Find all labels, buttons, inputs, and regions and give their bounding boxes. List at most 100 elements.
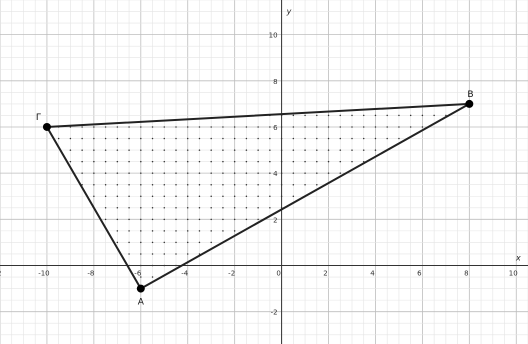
fill-dot bbox=[69, 160, 72, 163]
fill-dot bbox=[269, 207, 271, 209]
fill-dot bbox=[245, 149, 248, 151]
fill-dot bbox=[116, 183, 119, 186]
fill-dot bbox=[409, 126, 412, 128]
fill-dot bbox=[198, 126, 201, 128]
fill-dot bbox=[362, 149, 365, 151]
fill-dot bbox=[104, 195, 107, 197]
fill-dot bbox=[316, 160, 318, 163]
fill-dot bbox=[128, 137, 130, 140]
fill-dot bbox=[128, 160, 130, 163]
fill-dot bbox=[151, 126, 154, 128]
fill-dot bbox=[233, 183, 236, 186]
fill-dot bbox=[163, 241, 166, 244]
fill-dot bbox=[351, 114, 353, 117]
fill-dot bbox=[269, 195, 271, 197]
fill-dot bbox=[210, 195, 212, 197]
fill-dot bbox=[198, 172, 201, 174]
fill-dot bbox=[233, 195, 236, 197]
fill-dot bbox=[116, 149, 119, 151]
fill-dot bbox=[81, 172, 83, 174]
x-tick-label: 8 bbox=[464, 270, 468, 278]
fill-dot bbox=[151, 137, 154, 140]
y-tick-label: -2 bbox=[271, 309, 278, 317]
fill-dot bbox=[245, 160, 248, 163]
fill-dot bbox=[140, 183, 142, 186]
fill-dot bbox=[104, 172, 107, 174]
fill-dot bbox=[339, 149, 342, 151]
fill-dot bbox=[292, 137, 295, 140]
fill-dot bbox=[222, 160, 224, 163]
fill-dot bbox=[233, 172, 236, 174]
fill-dot bbox=[292, 172, 295, 174]
fill-dot bbox=[175, 183, 177, 186]
fill-dot bbox=[233, 207, 236, 209]
fill-dot bbox=[304, 172, 306, 174]
fill-dot bbox=[374, 114, 377, 117]
fill-dot bbox=[151, 195, 154, 197]
fill-dot bbox=[304, 114, 306, 117]
fill-dot bbox=[339, 126, 342, 128]
fill-dot bbox=[81, 149, 83, 151]
fill-dot bbox=[81, 160, 83, 163]
fill-dot bbox=[175, 218, 177, 221]
fill-dot bbox=[292, 149, 295, 151]
fill-dot bbox=[175, 195, 177, 197]
fill-dot bbox=[163, 230, 166, 232]
fill-dot bbox=[233, 137, 236, 140]
fill-dot bbox=[186, 160, 189, 163]
fill-dot bbox=[269, 172, 271, 174]
fill-dot bbox=[327, 137, 330, 140]
x-tick-label: -4 bbox=[181, 270, 189, 278]
fill-dot bbox=[421, 126, 424, 128]
fill-dot bbox=[210, 137, 212, 140]
fill-dot bbox=[245, 195, 248, 197]
fill-dot bbox=[198, 183, 201, 186]
fill-dot bbox=[151, 253, 154, 255]
fill-dot bbox=[351, 160, 353, 163]
fill-dot bbox=[269, 183, 271, 186]
fill-dot bbox=[140, 149, 142, 151]
fill-dot bbox=[316, 114, 318, 117]
point-gamma bbox=[42, 122, 51, 131]
fill-dot bbox=[222, 183, 224, 186]
fill-dot bbox=[398, 126, 400, 128]
fill-dot bbox=[304, 137, 306, 140]
fill-dot bbox=[163, 183, 166, 186]
fill-dot bbox=[93, 149, 95, 151]
fill-dot bbox=[269, 149, 271, 151]
fill-dot bbox=[175, 207, 177, 209]
fill-dot bbox=[175, 230, 177, 232]
fill-dot bbox=[222, 137, 224, 140]
fill-dot bbox=[210, 172, 212, 174]
fill-dot bbox=[186, 183, 189, 186]
fill-dot bbox=[186, 195, 189, 197]
x-tick-label: -10 bbox=[38, 270, 49, 278]
fill-dot bbox=[128, 253, 130, 255]
fill-dot bbox=[140, 207, 142, 209]
fill-dot bbox=[233, 230, 236, 232]
fill-dot bbox=[245, 183, 248, 186]
fill-dot bbox=[151, 172, 154, 174]
fill-dot bbox=[104, 137, 107, 140]
fill-dot bbox=[151, 160, 154, 163]
fill-dot bbox=[210, 230, 212, 232]
fill-dot bbox=[104, 218, 107, 221]
fill-dot bbox=[421, 114, 424, 117]
fill-dot bbox=[186, 230, 189, 232]
fill-dot bbox=[151, 241, 154, 244]
fill-dot bbox=[304, 183, 306, 186]
fill-dot bbox=[116, 126, 119, 128]
fill-dot bbox=[339, 114, 342, 117]
fill-dot bbox=[175, 241, 177, 244]
x-tick-label: 0 bbox=[276, 270, 280, 278]
y-tick-label: 6 bbox=[273, 124, 278, 132]
fill-dot bbox=[233, 218, 236, 221]
fill-dot bbox=[257, 183, 259, 186]
fill-dot bbox=[433, 114, 435, 117]
x-tick-label: 6 bbox=[417, 270, 422, 278]
fill-dot bbox=[140, 195, 142, 197]
fill-dot bbox=[233, 160, 236, 163]
y-axis-label: y bbox=[286, 7, 292, 16]
